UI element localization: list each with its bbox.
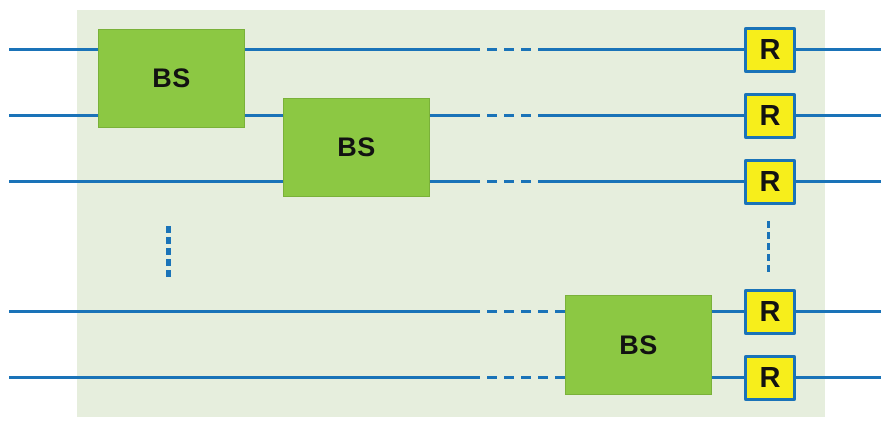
wire-1-dashed-segment xyxy=(470,48,545,51)
wire-3-dashed-segment xyxy=(470,180,545,183)
wire-4-segment xyxy=(9,310,470,313)
wire-1-segment xyxy=(9,48,98,51)
beam-splitter-box-1: BS xyxy=(98,29,245,128)
wire-2-segment xyxy=(245,114,283,117)
wire-3-segment xyxy=(9,180,283,183)
detector-box-5: R xyxy=(744,355,796,401)
wire-2-segment xyxy=(545,114,744,117)
more-wires-ellipsis-right xyxy=(767,221,770,273)
wire-5-segment xyxy=(796,376,881,379)
wire-1-segment xyxy=(545,48,744,51)
wire-2-segment xyxy=(9,114,98,117)
wire-2-segment xyxy=(796,114,881,117)
more-wires-ellipsis-left xyxy=(166,226,171,278)
beam-splitter-box-3: BS xyxy=(565,295,712,395)
wire-2-dashed-segment xyxy=(470,114,545,117)
beam-splitter-label: BS xyxy=(337,132,376,162)
detector-box-4: R xyxy=(744,289,796,335)
detector-label: R xyxy=(759,165,781,198)
beam-splitter-box-2: BS xyxy=(283,98,430,197)
wire-5-dashed-segment xyxy=(470,376,566,379)
wire-3-segment xyxy=(430,180,470,183)
detector-label: R xyxy=(759,295,781,328)
wire-1-segment xyxy=(245,48,470,51)
wire-4-dashed-segment xyxy=(470,310,566,313)
detector-box-1: R xyxy=(744,27,796,73)
wire-3-segment xyxy=(545,180,744,183)
wire-2-segment xyxy=(430,114,470,117)
wire-3-segment xyxy=(796,180,881,183)
detector-label: R xyxy=(759,361,781,394)
wire-5-segment xyxy=(9,376,470,379)
detector-label: R xyxy=(759,33,781,66)
detector-label: R xyxy=(759,99,781,132)
wire-4-segment xyxy=(796,310,881,313)
beam-splitter-label: BS xyxy=(152,63,191,93)
wire-1-segment xyxy=(796,48,881,51)
beam-splitter-label: BS xyxy=(619,329,658,360)
detector-box-3: R xyxy=(744,159,796,205)
detector-box-2: R xyxy=(744,93,796,139)
